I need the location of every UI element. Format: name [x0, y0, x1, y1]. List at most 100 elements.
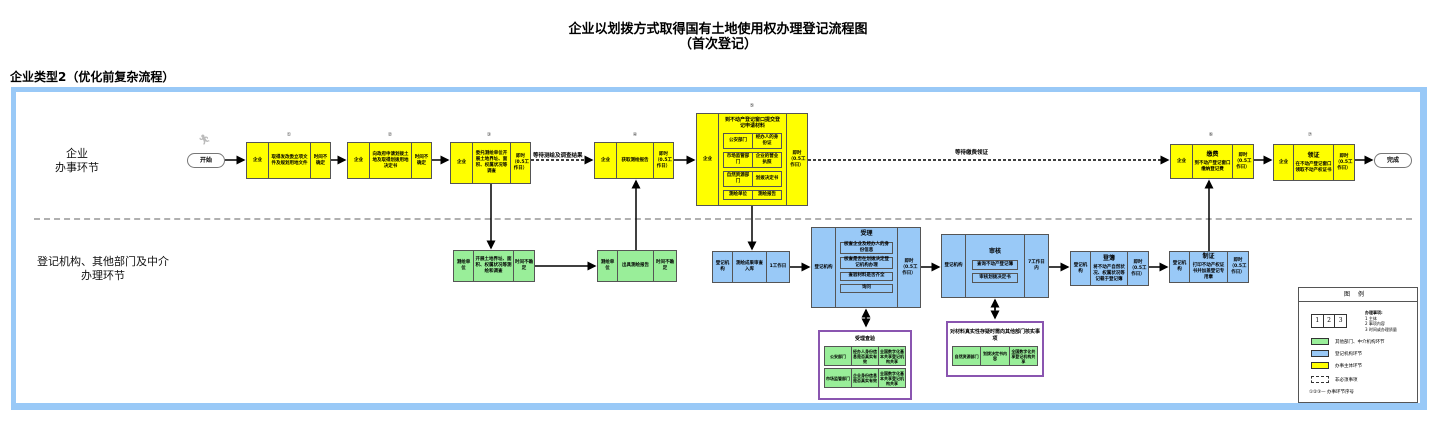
- step-number-4: ④: [632, 132, 638, 138]
- accept-box[interactable]: 登记机构 受理 核查企业及经办人的身份信息 核查是否在划拨决定登记机构办理 查验…: [811, 227, 921, 308]
- issue-content: 制证 打印不动产权证书并加盖登记专用章: [1190, 252, 1228, 282]
- legend-num: 2: [1322, 315, 1335, 327]
- step-7-title: 领证: [1307, 151, 1320, 159]
- page-title: 企业以划拨方式取得国有土地使用权办理登记流程图: [568, 22, 868, 37]
- verify-title: 受理查验: [854, 336, 875, 342]
- review-box[interactable]: 登记机构 审核 查询不动产登记簿 审核划拨决定书 7工作日内: [941, 234, 1049, 298]
- step-7-box[interactable]: 企业 领证 在不动产登记窗口领取不动产权证书 即时（0.5工作日）: [1273, 144, 1355, 181]
- step-3-box[interactable]: 企业 委托测绘单位开展土地界址、面积、权属状况等调查 即时（0.5工作日）: [450, 142, 531, 184]
- step-7-actor: 企业: [1274, 145, 1294, 180]
- material-item: 企业的营业执照: [752, 152, 781, 167]
- accept-time: 即时（0.5工作日）: [900, 258, 918, 276]
- lane-enterprise-line1: 企业: [66, 147, 88, 160]
- review-content: 审核 查询不动产登记簿 审核划拨决定书: [966, 235, 1025, 297]
- wait-certificate-label: 等待缴费领证: [955, 150, 989, 156]
- legend-num: 1: [1315, 317, 1320, 324]
- step-4-box[interactable]: 企业 获取测绘报告 即时（0.5工作日）: [594, 142, 674, 179]
- blue-swatch: [1311, 350, 1329, 357]
- step-2-content: 向政府申请划拨土地及取得划拨用地决定书: [370, 143, 412, 178]
- accept-item: 核查企业及经办人的身份信息: [840, 241, 893, 254]
- review-item: 审核划拨决定书: [972, 272, 1018, 283]
- register-box[interactable]: 登记机构 登簿 将不动产自然状况、权属状况等记载于登记簿 即时（0.5工作日）: [1070, 251, 1149, 286]
- legend-item-stepnum: ①②③— 办事环节序号: [1309, 389, 1354, 395]
- step-3-time: 即时（0.5工作日）: [512, 154, 529, 171]
- legend-note: 3 时间或办理质量: [1365, 326, 1397, 332]
- step-3-actor: 企业: [451, 143, 473, 183]
- step-6-box[interactable]: 企业 缴费 到不动产登记窗口缴纳登记费 即时（0.5工作日）: [1170, 144, 1254, 179]
- inquiry-title: 对材料真实性存疑时需向其他部门核实事项: [949, 329, 1040, 342]
- step-4-time: 即时（0.5工作日）: [655, 151, 672, 169]
- step-1-box[interactable]: 企业 取得发改委立项文件及规划用地文件 时间不确定: [246, 142, 331, 179]
- inquiry-row: 自然资源部门 划拨决定书内容 全国数字化共享登记机构共享: [952, 346, 1038, 366]
- page-subtitle: （首次登记）: [678, 37, 757, 52]
- legend-item-enterprise: 办事主体环节: [1311, 362, 1362, 369]
- review-time: 7工作日内: [1028, 260, 1045, 271]
- survey-report-box[interactable]: 测绘单位 出具测绘报告 时间不确定: [597, 250, 677, 282]
- step-4-content: 获取测绘报告: [617, 143, 654, 178]
- step-number-1: ①: [286, 132, 292, 138]
- step-number-3: ③: [486, 132, 492, 138]
- lane-enterprise-line2: 办事环节: [55, 161, 99, 174]
- yellow-swatch: [1311, 362, 1329, 369]
- verify-item: 经办人身份信息是否真实有效: [851, 347, 877, 365]
- intake-content: 测绘成果审查入库: [733, 252, 767, 282]
- review-title: 审核: [988, 248, 1001, 255]
- review-item: 查询不动产登记簿: [972, 259, 1018, 270]
- legend-label: 登记机构环节: [1335, 351, 1362, 357]
- intake-actor: 登记机构: [713, 252, 733, 282]
- survey-report-actor: 测绘单位: [598, 251, 618, 281]
- inquiry-dept: 自然资源部门: [954, 353, 979, 359]
- legend-item-dashed: 非必须事项: [1311, 376, 1358, 383]
- lane-label-enterprise: 企业 办事环节: [32, 147, 122, 175]
- register-content: 登簿 将不动产自然状况、权属状况等记载于登记簿: [1091, 252, 1128, 285]
- intake-time: 1工作日: [769, 264, 787, 269]
- survey-report-time: 时间不确定: [656, 260, 674, 271]
- accept-item: 查验材料是否齐全: [840, 271, 893, 281]
- issue-actor: 登记机构: [1170, 252, 1190, 282]
- material-row-1: 公安部门 经办人的身份证: [723, 132, 782, 149]
- green-swatch: [1311, 338, 1329, 345]
- legend-num: 3: [1334, 315, 1346, 327]
- accept-item: 核查是否在划拨决定登记机构办理: [840, 256, 893, 269]
- review-actor: 登记机构: [942, 235, 966, 297]
- step-number-2: ②: [387, 132, 393, 138]
- legend: 图例 1 2 3 办理事项: 1 主体 2 事项内容 3 时间或办理质量 其他部…: [1298, 287, 1418, 403]
- survey-work-box[interactable]: 测绘单位 开展土地界址、面积、权属状况等测绘和调查 时间不确定: [453, 250, 535, 282]
- step-2-actor: 企业: [348, 143, 370, 178]
- material-row-3: 自然资源部门 划拨决定书: [723, 170, 782, 187]
- step-2-time: 时间不确定: [414, 154, 429, 166]
- legend-label: 办事主体环节: [1335, 363, 1362, 369]
- verify-method: 全国数字化基本共享登记机构共享: [878, 347, 904, 365]
- step-6-title: 缴费: [1206, 150, 1219, 158]
- verify-dept: 市场监管部门: [826, 375, 850, 381]
- inquiry-box: 对材料真实性存疑时需向其他部门核实事项 自然资源部门 划拨决定书内容 全国数字化…: [946, 321, 1044, 377]
- dashed-swatch: [1311, 376, 1329, 383]
- runner-icon: 🏃︎: [198, 135, 211, 146]
- lane-label-agency: 登记机构、其他部门及中介 办理环节: [28, 255, 178, 283]
- accept-content: 受理 核查企业及经办人的身份信息 核查是否在划拨决定登记机构办理 查验材料是否齐…: [836, 228, 898, 307]
- issue-box[interactable]: 登记机构 制证 打印不动产权证书并加盖登记专用章 即时（0.5工作日）: [1169, 251, 1249, 283]
- step-5-title: 到不动产登记窗口提交登记申请材料: [724, 117, 780, 129]
- step-6-desc: 到不动产登记窗口缴纳登记费: [1194, 160, 1231, 172]
- step-5-time: 即时（0.5工作日）: [788, 150, 806, 168]
- inquiry-item: 划拨决定书内容: [980, 347, 1008, 365]
- material-dept: 市场监管部门: [726, 153, 750, 165]
- legend-notes: 办理事项: 1 主体 2 事项内容 3 时间或办理质量: [1365, 310, 1397, 332]
- register-time: 即时（0.5工作日）: [1129, 259, 1147, 277]
- step-6-time: 即时（0.5工作日）: [1234, 152, 1252, 170]
- step-7-desc: 在不动产登记窗口领取不动产权证书: [1295, 161, 1332, 173]
- accept-title: 受理: [860, 230, 873, 237]
- step-6-content: 缴费 到不动产登记窗口缴纳登记费: [1193, 145, 1233, 178]
- end-terminal: 完成: [1374, 153, 1412, 168]
- survey-report-content: 出具测绘报告: [618, 251, 654, 281]
- inquiry-method: 全国数字化共享登记机构共享: [1008, 347, 1037, 365]
- verify-method: 全国数字化基本共享登记机构共享: [878, 369, 904, 387]
- survey-work-time: 时间不确定: [515, 260, 533, 271]
- step-5-box[interactable]: 企业 到不动产登记窗口提交登记申请材料 公安部门 经办人的身份证 市场监管部门 …: [696, 113, 808, 206]
- verify-row: 市场监管部门 企业身份信息是否真实有效 全国数字化基本共享登记机构共享: [824, 368, 906, 388]
- intake-box[interactable]: 登记机构 测绘成果审查入库 1工作日: [712, 251, 790, 283]
- step-2-box[interactable]: 企业 向政府申请划拨土地及取得划拨用地决定书 时间不确定: [347, 142, 432, 179]
- accept-actor: 登记机构: [812, 228, 836, 307]
- verify-box: 受理查验 公安部门 经办人身份信息是否真实有效 全国数字化基本共享登记机构共享 …: [818, 330, 912, 400]
- step-number-7: ⑦: [1307, 132, 1313, 138]
